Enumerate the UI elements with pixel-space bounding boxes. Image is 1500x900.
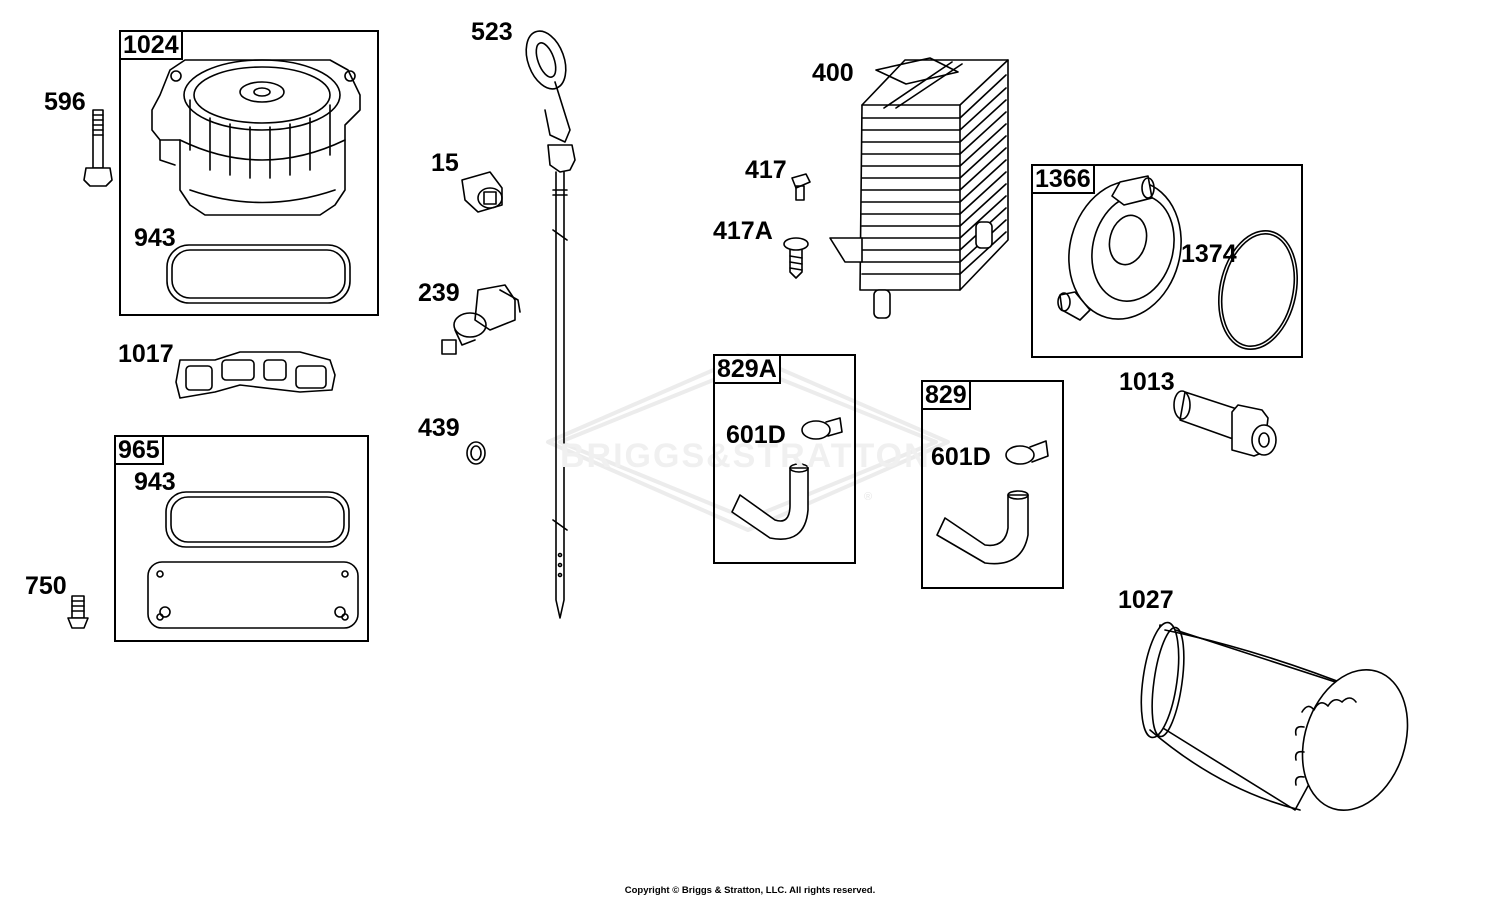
group-829-box [921, 380, 1064, 589]
part-label-400[interactable]: 400 [812, 59, 854, 87]
part-label-1017[interactable]: 1017 [118, 340, 174, 368]
screw-417A-part [783, 237, 809, 279]
part-label-943-top[interactable]: 943 [134, 224, 176, 252]
screw-750-part [67, 595, 89, 629]
part-label-750[interactable]: 750 [25, 572, 67, 600]
part-label-417A[interactable]: 417A [713, 217, 773, 245]
cover-plate-part [147, 561, 359, 629]
copyright-notice: Copyright © Briggs & Stratton, LLC. All … [624, 885, 876, 896]
filter-adapter-1366-part [1057, 175, 1182, 321]
group-829-label[interactable]: 829 [921, 380, 971, 410]
watermark-registered-mark: ® [864, 491, 873, 503]
group-1024-label[interactable]: 1024 [119, 30, 183, 60]
part-label-1027[interactable]: 1027 [1118, 586, 1174, 614]
bolt-596-part [83, 109, 113, 187]
bolt-417-part [791, 173, 811, 201]
group-1366-label[interactable]: 1366 [1031, 164, 1095, 194]
part-label-239[interactable]: 239 [418, 279, 460, 307]
group-829A-box [713, 354, 856, 564]
gasket-943-kit-part [165, 491, 350, 548]
nipple-1013-part [1173, 390, 1277, 457]
part-label-1013[interactable]: 1013 [1119, 368, 1175, 396]
dipstick-523-part [525, 30, 576, 619]
oil-cooler-400-part [829, 57, 1009, 319]
group-1366-box [1031, 164, 1303, 358]
clamp-601D-a-part [801, 417, 843, 440]
o-ring-1374-part [1217, 229, 1299, 351]
watermark-logo [546, 353, 950, 532]
plug-15-part [461, 171, 503, 213]
part-label-15[interactable]: 15 [431, 149, 459, 177]
o-ring-439-part [466, 441, 486, 465]
part-label-943-kit[interactable]: 943 [134, 468, 176, 496]
oil-pump-housing-part [151, 59, 361, 216]
part-label-601D-b[interactable]: 601D [931, 443, 991, 471]
group-829A-label[interactable]: 829A [713, 354, 781, 384]
part-label-601D-a[interactable]: 601D [726, 421, 786, 449]
gasket-943-part [166, 244, 351, 304]
pressure-switch-239-part [441, 284, 521, 355]
group-1024-box [119, 30, 379, 316]
group-965-label[interactable]: 965 [114, 435, 164, 465]
hose-829A-part [731, 463, 809, 540]
hose-829-part [936, 490, 1029, 565]
part-label-439[interactable]: 439 [418, 414, 460, 442]
group-965-box [114, 435, 369, 642]
part-label-523[interactable]: 523 [471, 18, 513, 46]
watermark-text: BRIGGS&STRATTON [560, 437, 931, 475]
part-label-1374[interactable]: 1374 [1181, 240, 1237, 268]
oil-filter-1027-part [1140, 621, 1409, 811]
clamp-601D-b-part [1005, 440, 1049, 465]
part-label-596[interactable]: 596 [44, 88, 86, 116]
gasket-1017-part [175, 351, 336, 399]
part-label-417[interactable]: 417 [745, 156, 787, 184]
